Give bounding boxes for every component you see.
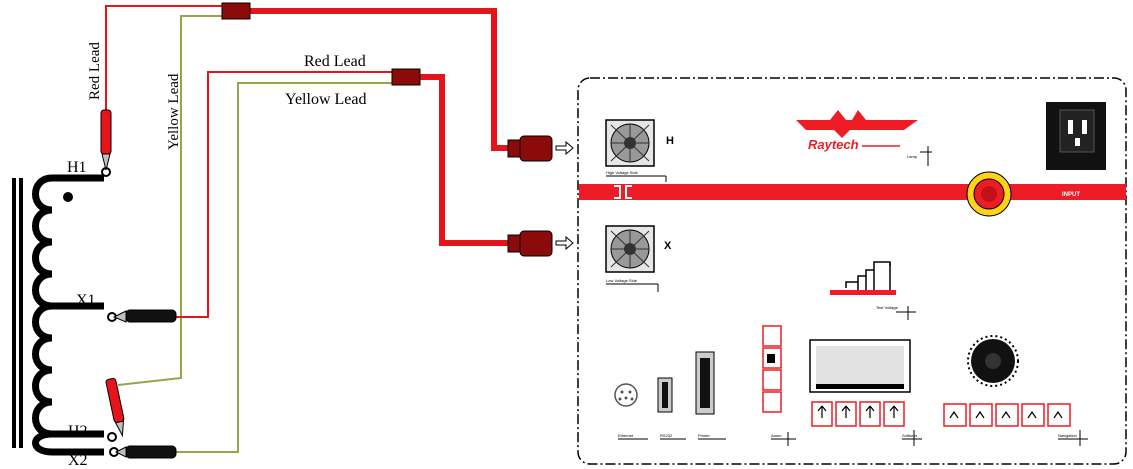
clip-x1 xyxy=(112,309,177,323)
x-breakout-connector xyxy=(391,68,421,86)
fan-h-label: H xyxy=(666,135,674,147)
terminal-label-h2: H2 xyxy=(68,423,88,440)
printer-port xyxy=(695,351,715,415)
clip-h1 xyxy=(100,109,112,171)
lead-wires xyxy=(105,5,510,453)
alarm-button-column xyxy=(762,325,782,413)
transformer-core-bar-1 xyxy=(12,178,16,448)
alarm-button-3[interactable] xyxy=(762,369,782,391)
nav-key-2[interactable] xyxy=(969,403,993,427)
terminal-label-x1: X1 xyxy=(76,292,96,309)
terminal-h2 xyxy=(107,432,117,442)
red-lead-h1-wire xyxy=(105,5,222,110)
test-voltage-icon xyxy=(830,261,896,295)
yellow-lead-x2-wire xyxy=(176,82,392,453)
x-cable xyxy=(420,74,510,246)
transformer-core-bar-2 xyxy=(19,178,23,448)
h-cable xyxy=(250,8,510,151)
nav-key-1[interactable] xyxy=(943,403,967,427)
bar-bracket-icon xyxy=(614,185,632,199)
nav-key-5[interactable] xyxy=(1047,403,1071,427)
instrument-panel: H High Voltage Side Raytech Lamp INPUT xyxy=(577,77,1127,465)
test-voltage-label: Test Voltage xyxy=(876,305,899,310)
fan-h xyxy=(605,119,655,167)
lamp-label: Lamp xyxy=(907,154,918,159)
yellow-lead-h2-wire xyxy=(117,15,222,386)
panel-red-bar xyxy=(579,184,1126,200)
rotary-knob[interactable] xyxy=(967,335,1019,387)
navigation-label: Navigation xyxy=(1058,433,1077,438)
lcd-display xyxy=(809,339,911,393)
clip-x2 xyxy=(114,445,177,459)
nav-key-3[interactable] xyxy=(995,403,1019,427)
port-label-rs232: RS232 xyxy=(660,433,673,438)
ethernet-port xyxy=(614,383,638,407)
fan-x-caption: Low Voltage Side xyxy=(606,278,638,283)
alarm-label: Alarm xyxy=(771,433,782,438)
rs232-port xyxy=(657,377,673,413)
emergency-stop-button[interactable] xyxy=(966,171,1012,217)
softkeys-label: Softkeys xyxy=(902,433,917,438)
alarm-button-1[interactable] xyxy=(762,325,782,347)
fan-h-caption: High Voltage Side xyxy=(606,170,639,175)
h-breakout-connector xyxy=(221,2,251,20)
port-label-printer: Printer xyxy=(698,433,710,438)
lead-label-red-h1: Red Lead xyxy=(87,42,103,100)
polarity-dot xyxy=(63,192,73,202)
lead-label-yellow-x2: Yellow Lead xyxy=(285,91,366,108)
transformer: H1 X1 H2 X2 xyxy=(12,159,119,469)
nav-key-4[interactable] xyxy=(1021,403,1045,427)
fan-x-label: X xyxy=(664,240,672,252)
terminal-label-x2: X2 xyxy=(68,452,88,469)
input-label: INPUT xyxy=(1062,192,1080,198)
transformer-coil xyxy=(32,174,104,456)
fan-x xyxy=(605,225,655,273)
terminal-label-h1: H1 xyxy=(67,159,87,176)
lead-label-red-x1: Red Lead xyxy=(304,53,366,70)
h-plug xyxy=(507,135,574,162)
power-input-socket xyxy=(1046,102,1106,170)
clip-h2 xyxy=(105,377,125,438)
softkeys xyxy=(811,401,905,427)
red-lead-x1-wire xyxy=(176,71,392,318)
brand-logo: Raytech xyxy=(796,110,918,152)
x-plug xyxy=(507,230,574,257)
brand-name: Raytech xyxy=(808,137,859,152)
lead-label-yellow-h2: Yellow Lead xyxy=(166,73,182,150)
navigation-keys xyxy=(943,403,1071,427)
port-label-ethernet: Ethernet xyxy=(618,433,634,438)
alarm-button-4[interactable] xyxy=(762,391,782,413)
